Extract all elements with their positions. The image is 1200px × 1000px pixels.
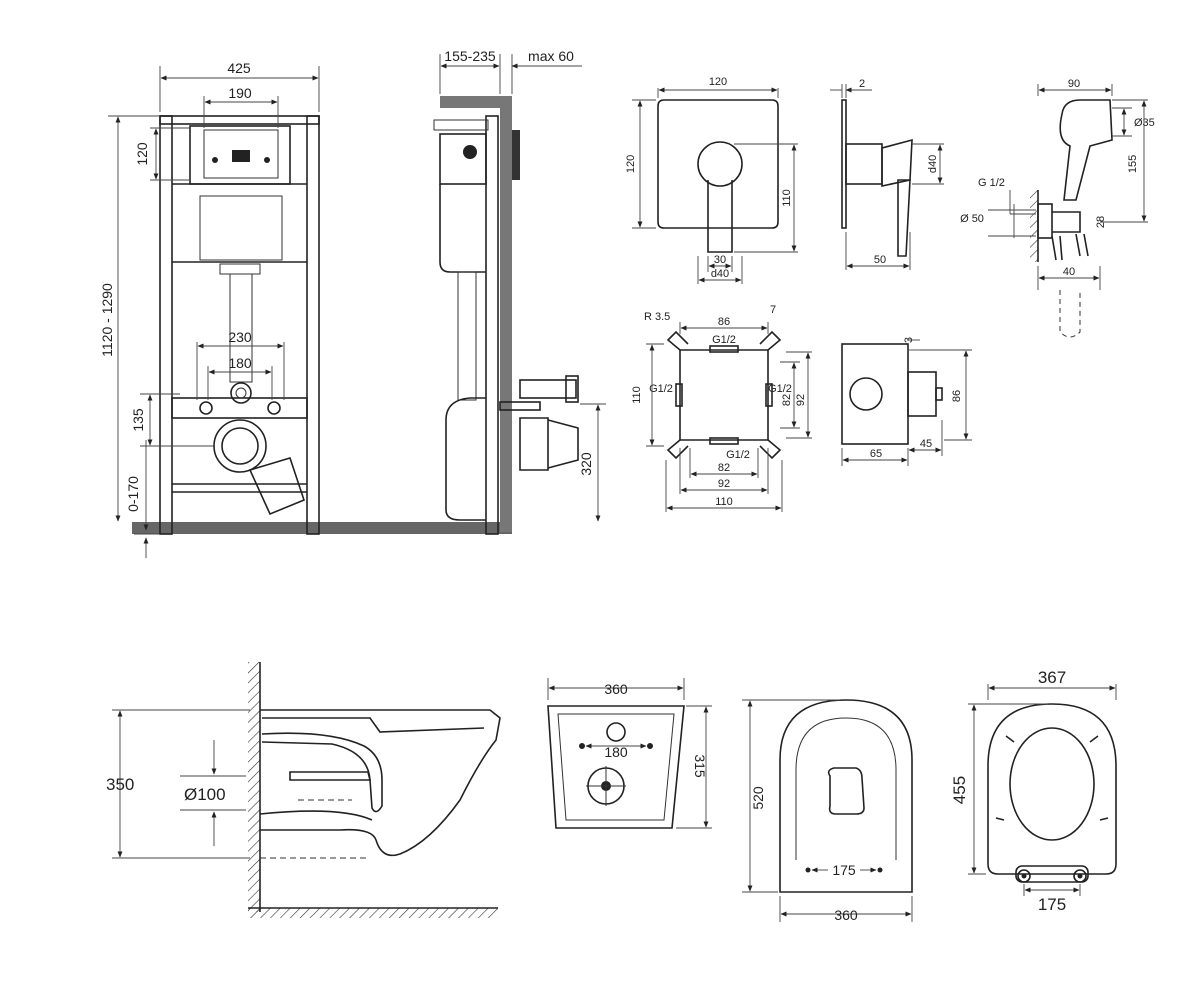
dim-box-offset: 3 bbox=[903, 337, 915, 343]
bowl-side-view: 350 Ø100 bbox=[106, 662, 501, 918]
dim-outlet-inner: 180 bbox=[228, 355, 252, 371]
dim-shower-width: 90 bbox=[1068, 78, 1080, 90]
dim-frame-depth: 155-235 bbox=[444, 48, 496, 64]
floor-line bbox=[132, 522, 512, 534]
bowl-back-view: 180 360 315 bbox=[547, 678, 712, 829]
dim-box-corner: 7 bbox=[770, 304, 776, 316]
box-port-bottom: G1/2 bbox=[726, 449, 750, 461]
dim-lever-width: 30 bbox=[714, 254, 726, 266]
box-port-right: G1/2 bbox=[768, 383, 792, 395]
dim-outlet-outer: 230 bbox=[228, 329, 252, 345]
dim-frame-width: 425 bbox=[227, 60, 251, 76]
mounting-box-side-view: 3 86 65 45 bbox=[841, 337, 972, 466]
dim-leg-adjust: 0-170 bbox=[125, 476, 141, 512]
dim-box-side-depth: 65 bbox=[870, 448, 882, 460]
dim-seat-width: 367 bbox=[1038, 668, 1066, 687]
frame-front-view: 425 190 120 1120 - 1290 230 180 135 0-17… bbox=[99, 60, 512, 558]
dim-box-height-92: 92 bbox=[795, 394, 807, 406]
dim-box-radius: R 3.5 bbox=[644, 311, 670, 323]
dim-top-length: 520 bbox=[750, 786, 766, 810]
dim-box-width-110: 110 bbox=[715, 496, 733, 508]
dim-flange-diameter: Ø 50 bbox=[960, 213, 984, 225]
dim-bowl-outlet: Ø100 bbox=[184, 785, 226, 804]
dim-plate-thickness: 2 bbox=[859, 78, 865, 90]
mixer-side-view: 2 d40 50 bbox=[830, 78, 944, 270]
frame-side-view: 155-235 max 60 320 bbox=[433, 48, 606, 535]
dim-hinge-spacing: 175 bbox=[1038, 895, 1066, 914]
dim-top-bolt-spacing: 175 bbox=[832, 862, 856, 878]
dim-hose-size: 28 bbox=[1095, 216, 1107, 228]
dim-bolt-spacing: 180 bbox=[604, 744, 628, 760]
dim-drain-height: 320 bbox=[578, 452, 594, 476]
dim-box-top-width: 86 bbox=[718, 316, 730, 328]
bowl-wall bbox=[248, 662, 260, 912]
dim-body-diameter: d40 bbox=[711, 268, 729, 280]
dim-side-diameter: d40 bbox=[927, 155, 939, 173]
dim-plate-height: 120 bbox=[134, 142, 150, 166]
seat-top-view: 367 455 175 bbox=[950, 668, 1117, 914]
hygienic-shower-view: 90 Ø35 155 G 1/2 Ø 50 28 40 bbox=[960, 78, 1155, 338]
box-port-left: G1/2 bbox=[649, 383, 673, 395]
mounting-box-front-view: R 3.5 86 7 G1/2 G1/2 G1/2 G1/2 110 82 92… bbox=[631, 304, 812, 512]
dim-shower-depth: 40 bbox=[1063, 266, 1075, 278]
dim-back-width: 360 bbox=[604, 681, 628, 697]
dim-plate-width: 190 bbox=[228, 85, 252, 101]
dim-max-wall: max 60 bbox=[528, 48, 574, 64]
dim-lever-height: 110 bbox=[781, 189, 793, 207]
dim-bowl-height: 350 bbox=[106, 775, 134, 794]
dim-back-height: 315 bbox=[692, 754, 708, 778]
dim-box-protrusion: 45 bbox=[920, 438, 932, 450]
dim-box-width-82: 82 bbox=[718, 462, 730, 474]
dim-box-width-92: 92 bbox=[718, 478, 730, 490]
dim-top-width: 360 bbox=[834, 907, 858, 923]
mixer-front-view: 120 120 110 30 d40 bbox=[625, 76, 798, 284]
bowl-top-view: 175 520 360 bbox=[742, 699, 913, 923]
box-port-top: G1/2 bbox=[712, 334, 736, 346]
dim-shower-height: 155 bbox=[1127, 155, 1139, 173]
dim-mixer-width: 120 bbox=[709, 76, 727, 88]
dim-box-height-82: 82 bbox=[781, 394, 793, 406]
dim-mixer-height: 120 bbox=[625, 155, 637, 173]
dim-box-side-height: 86 bbox=[951, 390, 963, 402]
wall bbox=[500, 96, 512, 532]
dim-outlet-height: 135 bbox=[130, 408, 146, 432]
dim-box-height-110: 110 bbox=[631, 386, 643, 404]
dim-seat-length: 455 bbox=[950, 776, 969, 804]
dim-total-height: 1120 - 1290 bbox=[99, 283, 115, 357]
dim-shower-thread: G 1/2 bbox=[978, 177, 1005, 189]
dim-mixer-depth: 50 bbox=[874, 254, 886, 266]
